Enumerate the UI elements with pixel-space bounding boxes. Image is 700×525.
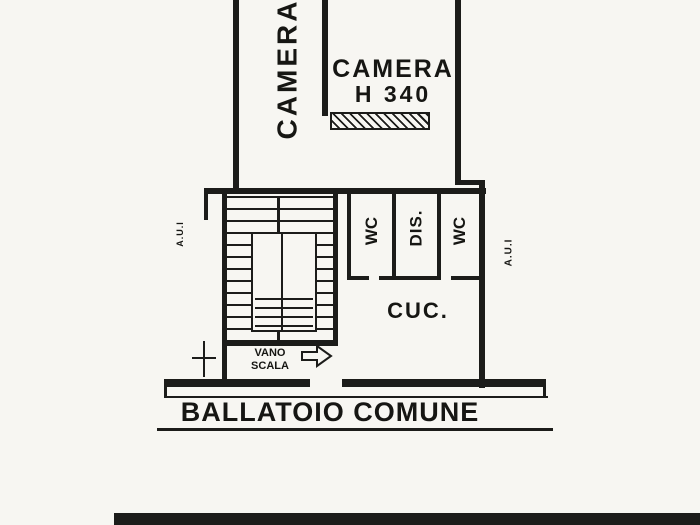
wall-east-jog bbox=[455, 180, 485, 185]
room-label-wc-left-text: WC bbox=[361, 216, 381, 246]
room-label-disimpegno-text: DIS. bbox=[407, 209, 426, 247]
wall-south-left-stub bbox=[164, 379, 167, 397]
wall-wc-right-west bbox=[437, 192, 441, 278]
wall-camera-right-east bbox=[455, 0, 461, 184]
wall-stair-west bbox=[222, 192, 227, 380]
room-label-cucina-text: CUC. bbox=[387, 298, 449, 323]
annotation-aui-right-text: A.U.I bbox=[503, 238, 515, 266]
room-label-camera-right-text: CAMERA bbox=[332, 54, 454, 83]
wall-mid-horizontal bbox=[204, 188, 486, 194]
wall-camera-left-west bbox=[233, 0, 239, 192]
wall-east-main bbox=[479, 184, 485, 388]
room-label-camera-left: CAMERA bbox=[255, 0, 319, 139]
annotation-ballatoio-text: BALLATOIO COMUNE bbox=[180, 396, 480, 427]
annotation-aui-left: A.U.I bbox=[165, 208, 195, 260]
annotation-aui-left-text: A.U.I bbox=[174, 221, 185, 247]
wall-south-right-stub bbox=[543, 379, 546, 397]
annotation-ballatoio: BALLATOIO COMUNE bbox=[168, 396, 492, 428]
room-label-vano-text: VANO bbox=[254, 347, 286, 360]
window-sill-hatch-icon bbox=[330, 112, 430, 130]
wall-wc-south-b bbox=[379, 276, 441, 280]
room-label-camera-right: CAMERA H 340 bbox=[330, 52, 456, 110]
tick-mark-horizontal bbox=[192, 357, 216, 359]
wall-left-stub bbox=[204, 188, 208, 220]
wall-south-west-segment bbox=[165, 379, 310, 387]
wall-wc-south-c bbox=[451, 276, 483, 280]
entrance-arrow-icon bbox=[301, 344, 333, 368]
room-label-vano-scala: VANO SCALA bbox=[243, 344, 297, 376]
wall-wc-south-a bbox=[347, 276, 369, 280]
scan-artifact-bar bbox=[114, 513, 700, 525]
wall-wc-left-east bbox=[392, 192, 396, 278]
wall-stair-south bbox=[222, 342, 338, 346]
balcony-line-bottom bbox=[157, 428, 553, 431]
staircase-well-treads bbox=[255, 298, 313, 330]
annotation-aui-right: A.U.I bbox=[494, 226, 524, 278]
room-label-disimpegno: DIS. bbox=[396, 194, 438, 262]
tick-mark-vertical bbox=[203, 341, 205, 377]
balcony-line-top bbox=[164, 396, 548, 398]
wall-camera-divider bbox=[322, 0, 328, 116]
wall-south-east-segment bbox=[342, 379, 545, 387]
room-label-scala-text: SCALA bbox=[251, 360, 289, 372]
wall-stair-east bbox=[333, 192, 338, 342]
wall-wc-left-west bbox=[347, 192, 351, 278]
staircase-well-divider bbox=[281, 234, 283, 330]
room-label-wc-right-text: WC bbox=[449, 216, 469, 246]
room-height-note: H 340 bbox=[354, 81, 432, 108]
room-label-wc-left: WC bbox=[351, 198, 393, 264]
room-label-wc-right: WC bbox=[440, 198, 480, 264]
room-label-cucina: CUC. bbox=[373, 297, 463, 325]
room-label-camera-left-text: CAMERA bbox=[271, 0, 303, 140]
